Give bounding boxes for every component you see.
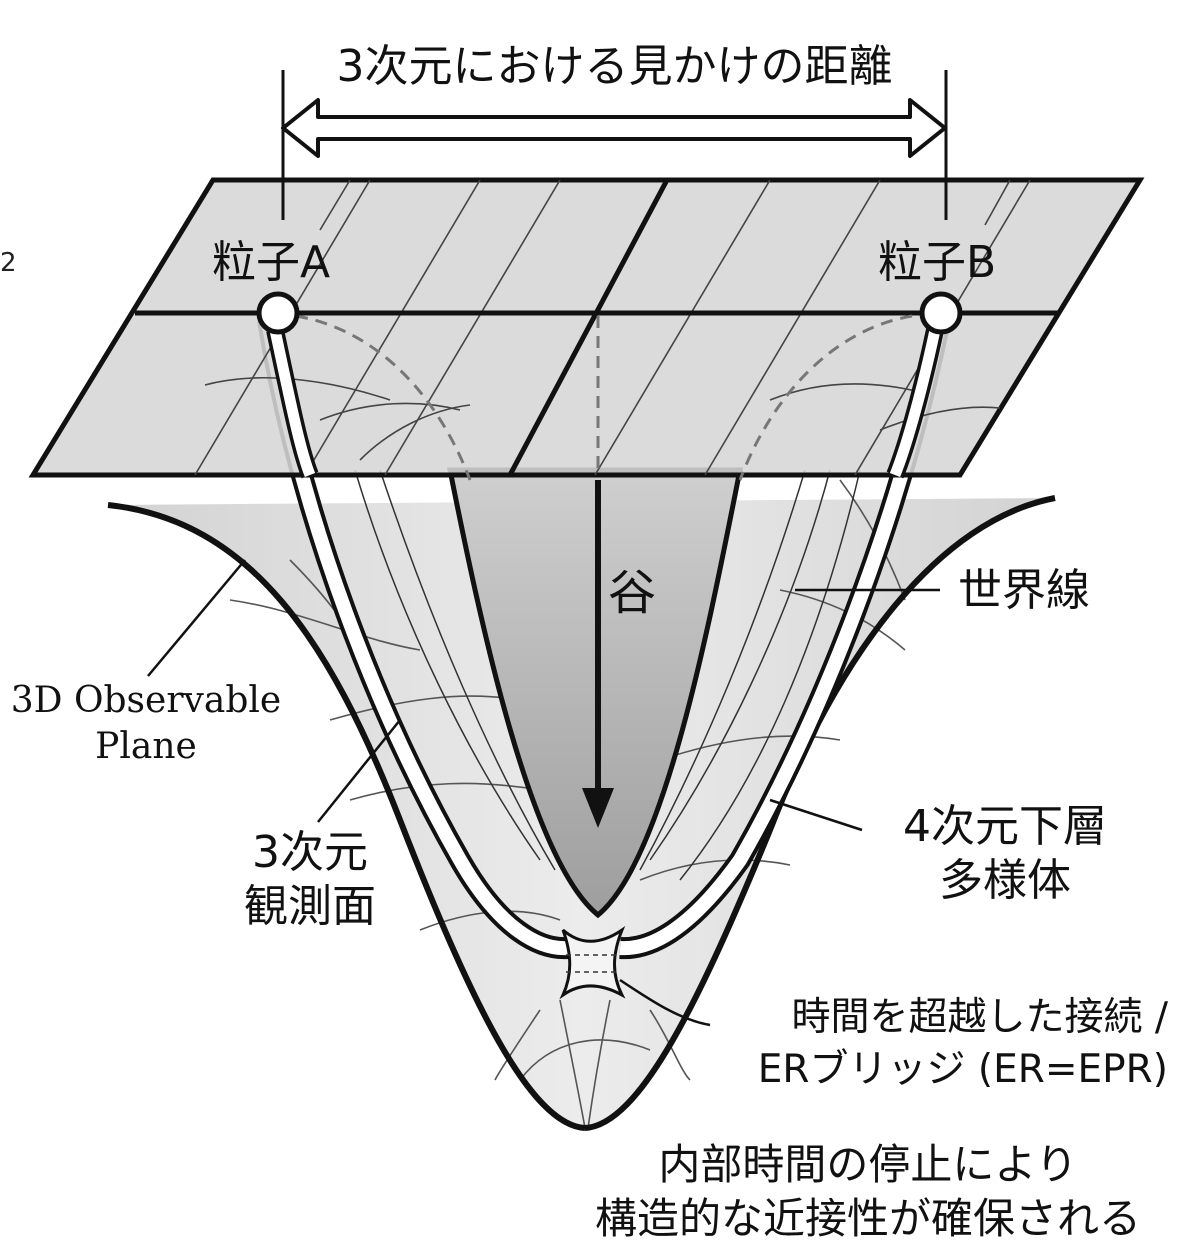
valley-label: 谷 [608,565,657,621]
plane-en-line-1: 3D Observable [10,680,282,721]
bottom-caption-line-1: 内部時間の停止により [658,1140,1078,1189]
funnel-right-edge [584,495,1056,1131]
leader-plane-en [147,559,246,677]
edge-mark: 2 [0,248,17,278]
particle-a-marker [256,291,300,335]
bottom-caption-line-2: 構造的な近接性が確保される [594,1194,1141,1243]
plane-jp-line-1: 3次元 [252,827,368,878]
plane-grid [194,179,1031,476]
manifold-line-2: 多様体 [939,855,1071,906]
plane-center-line [507,178,670,477]
leader-plane-jp [317,719,401,823]
er-bridge-throat [559,925,626,1000]
leader-lines [147,559,940,1027]
plane-en-label: 3D Observable Plane [0,678,292,770]
world-lines-label: 世界線 [958,565,1090,616]
plane-jp-label: 3次元 観測面 [220,826,400,934]
bottom-caption: 内部時間の停止により 構造的な近接性が確保される [548,1138,1188,1246]
particle-b-marker [919,291,963,335]
distance-indicator [281,70,948,220]
er-bridge-line-1: 時間を超越した接続 / [791,995,1168,1040]
particle-b-label: 粒子B [878,237,997,288]
leader-bridge [619,978,711,1027]
particle-a-label: 粒子A [212,237,331,288]
manifold-line-1: 4次元下層 [903,801,1107,852]
plane-jp-line-2: 観測面 [244,881,376,932]
plane-en-line-2: Plane [95,726,197,767]
observable-plane [28,177,1145,481]
projection-dashes [295,314,913,481]
double-arrow-icon [281,98,947,158]
manifold-label: 4次元下層 多様体 [860,800,1150,908]
funnel-left-edge [107,502,586,1131]
apparent-distance-label: 3次元における見かけの距離 [336,41,893,92]
leader-manifold [769,798,863,832]
er-bridge [559,925,626,1000]
arrow-down-icon [582,788,614,828]
er-bridge-label: 時間を超越した接続 / ERブリッジ (ER=EPR) [700,992,1168,1096]
valley-arrow [582,480,614,828]
er-bridge-line-2: ERブリッジ (ER=EPR) [757,1047,1168,1092]
